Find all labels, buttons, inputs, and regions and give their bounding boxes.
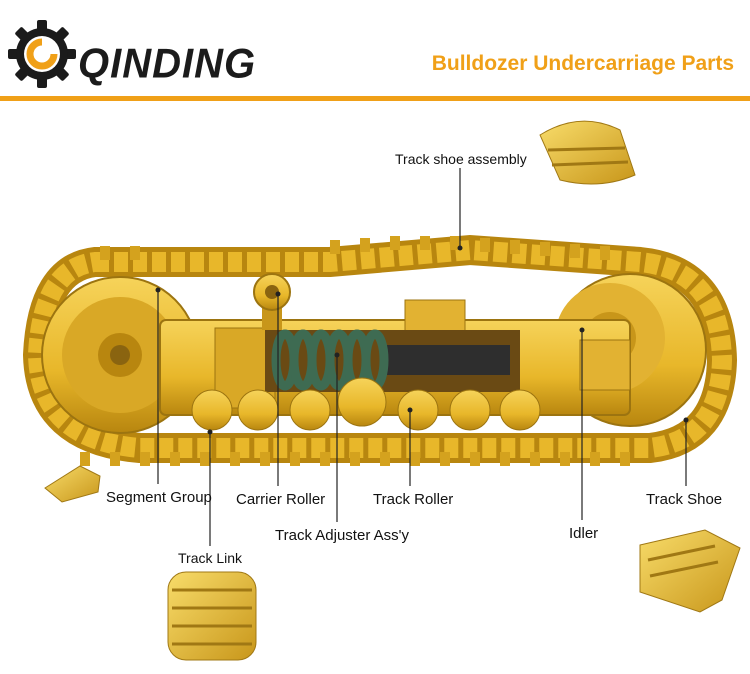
label-idler: Idler xyxy=(569,525,599,542)
label-track-adjuster: Track Adjuster Ass'y xyxy=(275,527,410,544)
track-adjuster xyxy=(265,329,520,392)
page-title: Bulldozer Undercarriage Parts xyxy=(431,52,734,75)
leader-lines xyxy=(157,168,687,546)
track-shoe-photo xyxy=(639,529,741,613)
qinding-logo: QINDING xyxy=(8,14,255,90)
track-grousers xyxy=(80,236,630,466)
gear-icon xyxy=(8,20,76,88)
logo-text: QINDING xyxy=(78,40,257,88)
track-link-photo xyxy=(167,571,257,661)
label-track-link: Track Link xyxy=(178,550,243,566)
page-header: QINDING Bulldozer Undercarriage Parts xyxy=(0,0,750,101)
header-divider xyxy=(0,96,750,101)
label-track-shoe: Track Shoe xyxy=(646,491,723,508)
label-track-shoe-assembly: Track shoe assembly xyxy=(395,151,527,167)
track-chain xyxy=(22,234,738,463)
label-segment-group: Segment Group xyxy=(106,489,212,506)
label-track-roller: Track Roller xyxy=(373,491,454,508)
carrier-roller xyxy=(253,273,291,330)
segment-photo xyxy=(44,465,101,503)
track-shoe-assembly-photo xyxy=(539,120,636,185)
leader-dots xyxy=(155,245,689,435)
track-rollers xyxy=(191,377,541,431)
label-carrier-roller: Carrier Roller xyxy=(236,491,326,508)
